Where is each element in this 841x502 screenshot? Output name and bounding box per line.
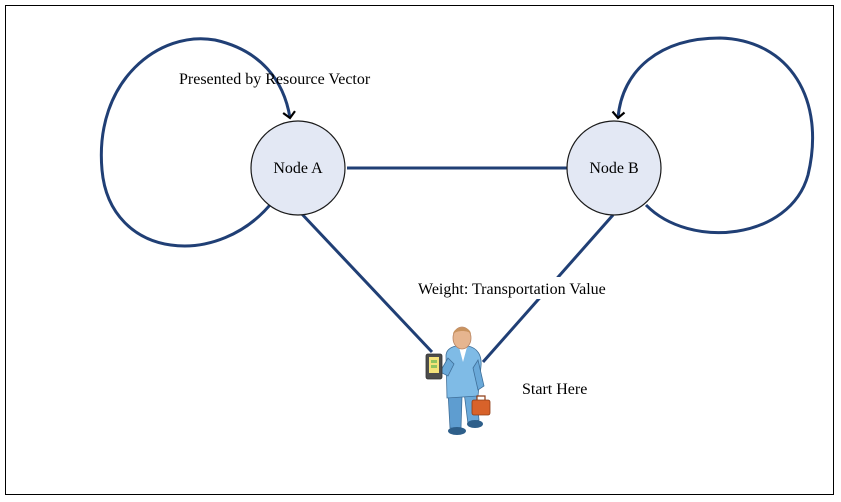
node-a-label: Node A bbox=[273, 160, 323, 177]
self-loop-node-b bbox=[611, 36, 814, 234]
edge-node-a-to-person bbox=[298, 210, 434, 354]
node-b-label: Node B bbox=[589, 160, 638, 177]
loop-annotation: Presented by Resource Vector bbox=[179, 71, 371, 88]
start-annotation: Start Here bbox=[522, 381, 587, 398]
businessman-with-tablet-and-briefcase-icon bbox=[425, 326, 491, 435]
edge-weight-annotation: Weight: Transportation Value bbox=[418, 281, 606, 298]
node-b[interactable]: Node B bbox=[566, 120, 662, 216]
node-a-circle bbox=[250, 120, 346, 216]
self-loop-node-a bbox=[99, 37, 296, 248]
node-b-circle bbox=[566, 120, 662, 216]
node-a[interactable]: Node A bbox=[250, 120, 346, 216]
diagram-frame bbox=[5, 5, 834, 495]
edge-label-background bbox=[415, 277, 683, 299]
